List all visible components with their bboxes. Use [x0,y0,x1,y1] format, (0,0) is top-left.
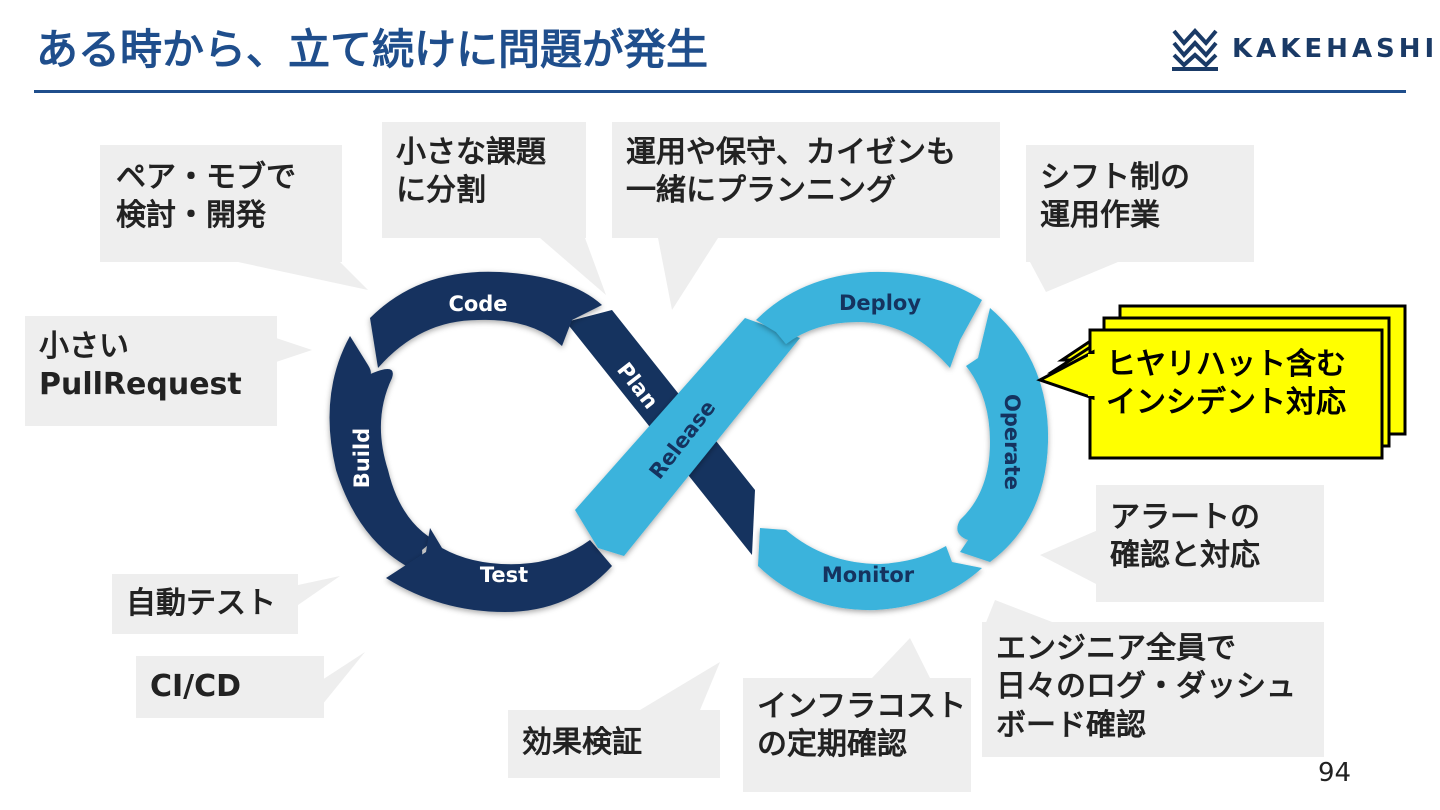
kakehashi-logo: KAKEHASHI [1170,25,1434,73]
callout-effect: 効果検証 [508,710,720,778]
incident-callout-stack [1036,304,1407,460]
callout-pair-mob: ペア・モブで 検討・開発 [100,145,342,262]
callout-planning: 運用や保守、カイゼンも 一緒にプランニング [612,122,1000,238]
callout-incident: ヒヤリハット含む インシデント対応 [1106,347,1346,421]
right-loop [575,271,1049,611]
tail-small-pr [276,338,312,362]
logo-text: KAKEHASHI [1232,34,1439,64]
segment-operate [957,308,1049,562]
segment-monitor [758,528,982,611]
tail-auto-test [298,576,340,605]
page-title: ある時から、立て続けに問題が発生 [36,25,709,74]
label-deploy: Deploy [839,291,921,315]
callout-auto-test: 自動テスト [112,574,298,634]
segment-build [329,336,434,568]
tail-shift [1030,262,1118,292]
tail-cicd [322,652,365,705]
title-divider [34,90,1406,93]
callout-infra-cost: インフラコスト の定期確認 [743,678,971,792]
segment-release [575,318,800,556]
callout-small-pr: 小さい PullRequest [25,316,277,426]
label-build: Build [350,428,374,488]
callout-cicd: CI/CD [136,656,324,718]
callout-alert: アラートの 確認と対応 [1096,485,1324,602]
label-operate: Operate [1000,394,1024,490]
segment-code [370,271,602,368]
tail-small-tasks [540,238,606,295]
label-code: Code [448,292,507,316]
tail-effect [640,662,720,710]
label-monitor: Monitor [822,563,915,587]
label-test: Test [480,563,528,587]
tail-alert [1040,530,1098,585]
callout-shift: シフト制の 運用作業 [1026,145,1254,262]
segment-test [386,528,612,612]
tail-planning [658,238,718,310]
tail-infra-cost [872,638,930,678]
tail-pair-mob [238,262,368,290]
page-number: 94 [1318,758,1352,788]
callout-all-engineers: エンジニア全員で 日々のログ・ダッシュ ボード確認 [982,622,1324,757]
kakehashi-logo-icon [1172,28,1218,71]
tail-all-engineers [985,600,1060,625]
segment-deploy [756,271,982,368]
callout-small-tasks: 小さな課題 に分割 [382,122,586,238]
